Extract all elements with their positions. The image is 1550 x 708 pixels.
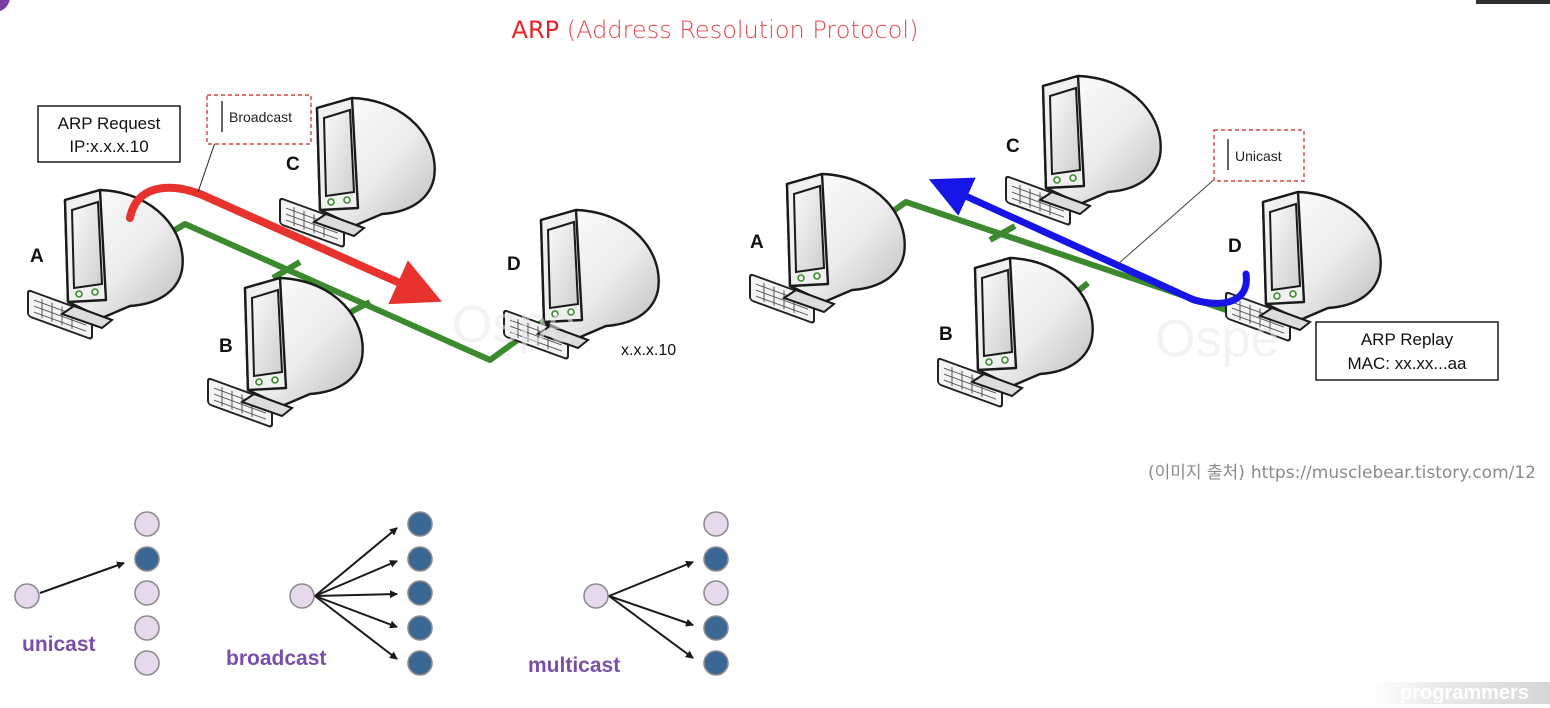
left-network: ARP Request IP:x.x.x.10 Broadcast A C B … (26, 94, 676, 429)
broadcast-figure (289, 511, 433, 676)
arp-request-ip: IP:x.x.x.10 (69, 137, 148, 156)
node-c-label-2: C (1006, 136, 1020, 157)
slide-title: ARP (Address Resolution Protocol) (0, 16, 1430, 44)
node-b-label: B (219, 336, 233, 357)
node-d-address: x.x.x.10 (621, 342, 676, 359)
corner-bar (1476, 0, 1550, 4)
multicast-label: multicast (528, 654, 620, 677)
broadcast-arrow (126, 183, 442, 305)
arp-reply-box (1315, 321, 1499, 381)
brand-watermark: programmers (1370, 682, 1550, 704)
unicast-callout-box (1213, 129, 1305, 182)
left-lan-drop-c (271, 259, 302, 281)
right-lan-drop-c (988, 223, 1017, 243)
credit-url[interactable]: https://musclebear.tistory.com/12 (1250, 463, 1536, 483)
node-c-label: C (286, 154, 300, 175)
unicast-arrow (928, 177, 1250, 307)
left-watermark: Ospe (452, 296, 576, 354)
arp-reply-title: ARP Replay (1361, 330, 1454, 349)
computer-b-icon-2 (936, 256, 1094, 409)
title-expansion: (Address Resolution Protocol) (566, 16, 919, 44)
computer-a-icon (26, 188, 184, 341)
multicast-figure (583, 511, 729, 676)
arp-request-title: ARP Request (58, 114, 161, 133)
brand-watermark-text: programmers (1400, 682, 1529, 704)
unicast-label: unicast (22, 633, 96, 656)
credit-label: (이미지 출처) (1147, 463, 1245, 483)
computer-a-icon-2 (748, 172, 906, 325)
node-b-label-2: B (939, 324, 953, 345)
arp-reply-mac: MAC: xx.xx...aa (1347, 354, 1467, 373)
node-d-label: D (507, 254, 521, 275)
broadcast-callout-box (206, 94, 312, 145)
unicast-figure (14, 511, 160, 676)
corner-decoration (0, 0, 10, 12)
image-credit: (이미지 출처)https://musclebear.tistory.com/1… (1000, 458, 1536, 483)
computer-c-icon-2 (1004, 74, 1162, 227)
broadcast-callout-label: Broadcast (229, 109, 292, 125)
unicast-leader-line (1117, 169, 1226, 265)
unicast-callout-label: Unicast (1235, 148, 1282, 164)
right-network: Unicast ARP Replay MAC: xx.xx...aa A C B… (748, 74, 1499, 409)
node-a-label-2: A (750, 232, 764, 253)
title-acronym: ARP (511, 16, 560, 44)
arp-request-box (37, 105, 181, 163)
node-d-label-2: D (1228, 236, 1242, 257)
cast-types (14, 511, 729, 676)
node-a-label: A (30, 246, 44, 267)
right-watermark: Ospe (1155, 310, 1279, 368)
broadcast-label: broadcast (226, 647, 326, 670)
